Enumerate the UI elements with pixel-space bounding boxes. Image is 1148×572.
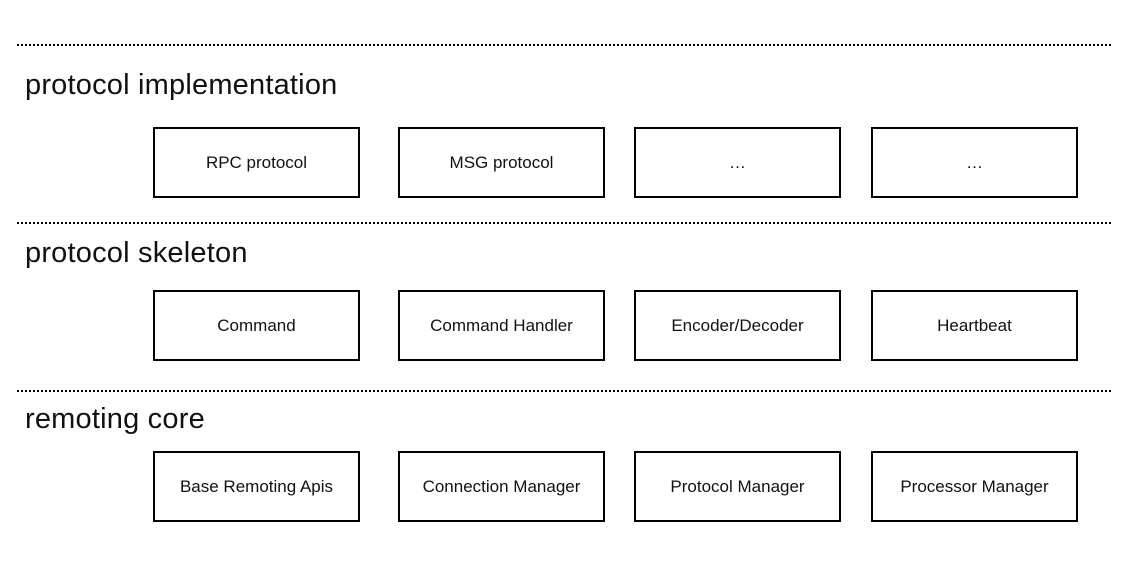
box-label: Heartbeat — [937, 315, 1012, 335]
box-label: … — [966, 152, 983, 172]
box-protocol-manager: Protocol Manager — [634, 451, 841, 522]
box-command: Command — [153, 290, 360, 361]
box-label: MSG protocol — [449, 152, 554, 172]
box-label: Encoder/Decoder — [671, 315, 804, 335]
box-ellipsis-1: … — [634, 127, 841, 198]
box-ellipsis-2: … — [871, 127, 1078, 198]
box-label: Processor Manager — [900, 476, 1049, 496]
box-label: Connection Manager — [422, 476, 581, 496]
layer-title-protocol-skeleton: protocol skeleton — [25, 237, 248, 269]
layer-divider — [17, 44, 1113, 46]
box-label: Command Handler — [430, 315, 573, 335]
box-rpc-protocol: RPC protocol — [153, 127, 360, 198]
box-connection-manager: Connection Manager — [398, 451, 605, 522]
box-label: Protocol Manager — [670, 476, 805, 496]
layer-divider — [17, 390, 1113, 392]
box-heartbeat: Heartbeat — [871, 290, 1078, 361]
layer-title-remoting-core: remoting core — [25, 403, 205, 435]
layer-divider — [17, 222, 1113, 224]
box-label: RPC protocol — [205, 152, 308, 172]
box-label: Base Remoting Apis — [179, 476, 334, 496]
box-msg-protocol: MSG protocol — [398, 127, 605, 198]
box-label: … — [729, 152, 746, 172]
box-encoder-decoder: Encoder/Decoder — [634, 290, 841, 361]
box-processor-manager: Processor Manager — [871, 451, 1078, 522]
layer-title-protocol-implementation: protocol implementation — [25, 69, 338, 101]
box-base-remoting-apis: Base Remoting Apis — [153, 451, 360, 522]
box-command-handler: Command Handler — [398, 290, 605, 361]
box-label: Command — [217, 315, 296, 335]
